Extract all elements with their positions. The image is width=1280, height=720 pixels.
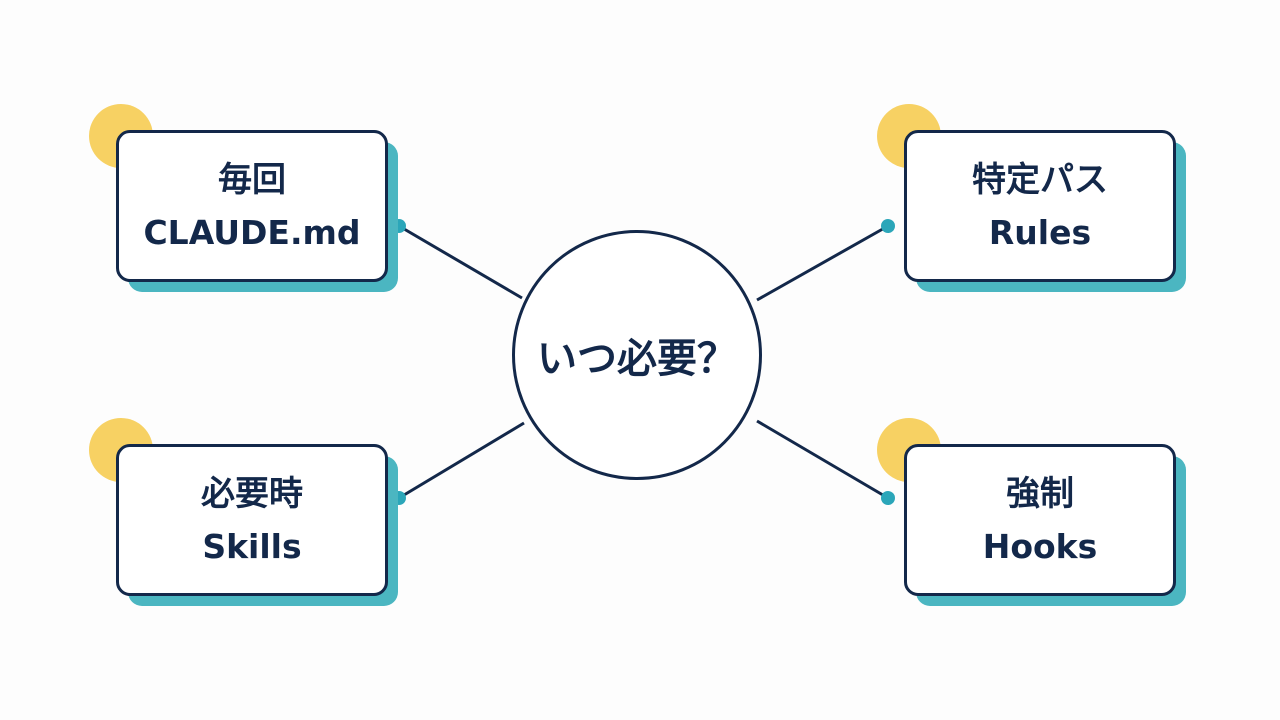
- node-title: 毎回: [218, 160, 286, 201]
- node-card: 毎回 CLAUDE.md: [116, 130, 388, 282]
- node-card: 強制 Hooks: [904, 444, 1176, 596]
- center-hub-label: いつ必要？: [537, 336, 737, 382]
- node-card: 必要時 Skills: [116, 444, 388, 596]
- node-title: 特定パス: [972, 160, 1108, 201]
- node-subtitle: Rules: [988, 212, 1092, 252]
- connector-bottom-right: [756, 419, 889, 500]
- node-card: 特定パス Rules: [904, 130, 1176, 282]
- node-subtitle: Hooks: [982, 526, 1098, 566]
- node-skills: 必要時 Skills: [89, 418, 398, 606]
- node-title: 強制: [1006, 474, 1074, 515]
- connector-top-left: [398, 224, 523, 300]
- node-hooks: 強制 Hooks: [877, 418, 1186, 606]
- connector-bottom-left: [398, 421, 525, 500]
- connector-dot-top-right: [881, 219, 895, 233]
- node-rules: 特定パス Rules: [877, 104, 1186, 292]
- connector-dot-bottom-right: [881, 491, 895, 505]
- node-subtitle: CLAUDE.md: [143, 212, 361, 252]
- node-title: 必要時: [201, 474, 303, 515]
- node-subtitle: Skills: [202, 526, 302, 566]
- node-claude-md: 毎回 CLAUDE.md: [89, 104, 398, 292]
- connector-top-right: [756, 224, 889, 302]
- center-hub: いつ必要？: [512, 230, 762, 480]
